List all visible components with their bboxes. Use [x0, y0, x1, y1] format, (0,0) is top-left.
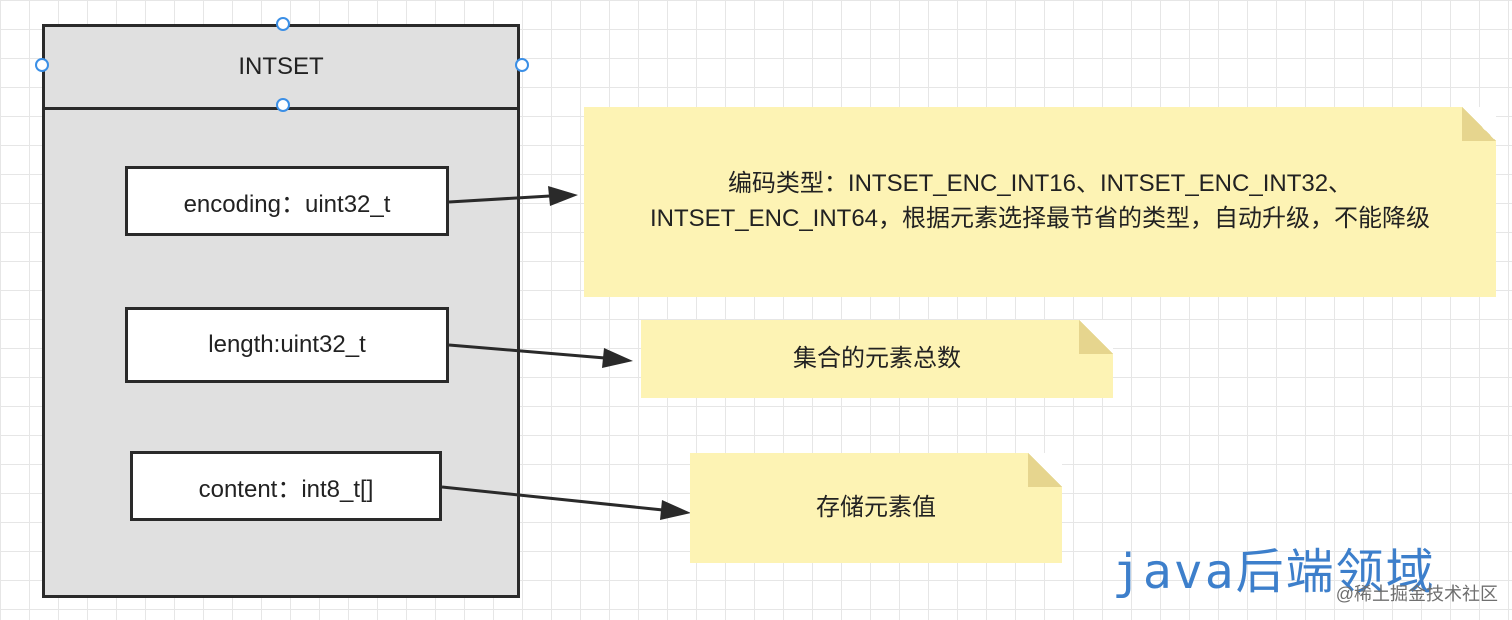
arrow-length[interactable]	[448, 343, 633, 368]
resize-handle-right[interactable]	[515, 58, 529, 72]
field-length-label: length:uint32_t	[208, 331, 366, 358]
resize-handle-top[interactable]	[276, 17, 290, 31]
field-encoding[interactable]: encoding：uint32_t	[125, 166, 449, 236]
note-fold-corner	[1079, 320, 1113, 354]
note-encoding-line1: 编码类型：INTSET_ENC_INT16、INTSET_ENC_INT32、	[727, 170, 1353, 198]
note-encoding[interactable]: 编码类型：INTSET_ENC_INT16、INTSET_ENC_INT32、 …	[584, 107, 1496, 297]
note-length-text: 集合的元素总数	[793, 344, 961, 372]
note-length[interactable]: 集合的元素总数	[641, 320, 1113, 398]
note-encoding-text: 编码类型：INTSET_ENC_INT16、INTSET_ENC_INT32、 …	[640, 167, 1440, 237]
field-length[interactable]: length:uint32_t	[125, 307, 449, 383]
site-watermark: @稀土掘金技术社区	[1335, 584, 1498, 604]
resize-handle-left[interactable]	[35, 58, 49, 72]
note-fold-corner	[1028, 453, 1062, 487]
field-content-label: content：int8_t[]	[198, 475, 374, 503]
field-encoding-label: encoding：uint32_t	[183, 190, 391, 218]
field-content[interactable]: content：int8_t[]	[130, 451, 442, 521]
container-title: INTSET	[238, 53, 324, 80]
arrow-encoding[interactable]	[448, 186, 578, 206]
watermark-text: java后端领域	[1112, 544, 1436, 600]
note-encoding-line2: INTSET_ENC_INT64，根据元素选择最节省的类型，自动升级，不能降级	[649, 205, 1431, 232]
note-content[interactable]: 存储元素值	[690, 453, 1062, 563]
note-fold-corner	[1462, 107, 1496, 141]
resize-handle-center[interactable]	[276, 98, 290, 112]
note-content-text: 存储元素值	[816, 493, 936, 521]
arrow-content[interactable]	[441, 485, 691, 520]
